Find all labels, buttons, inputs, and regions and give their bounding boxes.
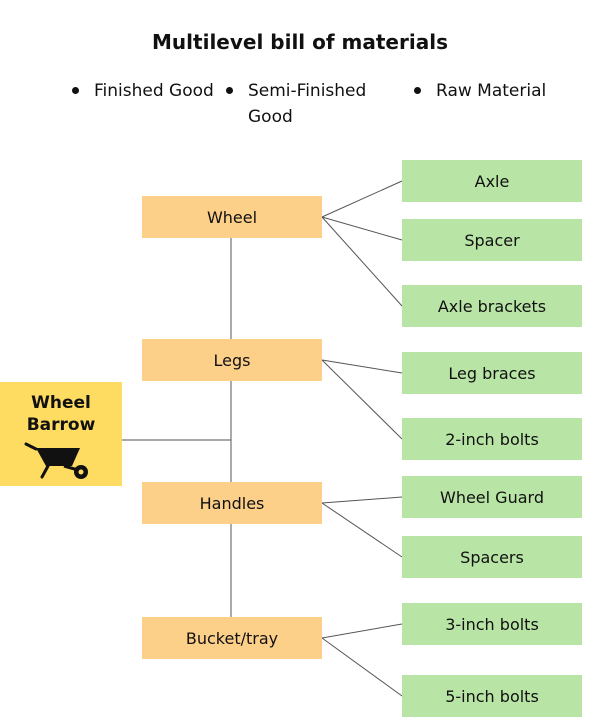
raw-spacers: Spacers: [402, 536, 582, 578]
connector-handles-spacers: [321, 502, 403, 558]
connector-bucket-5-inch-bolts: [321, 637, 403, 697]
finished-good-wheel-barrow: Wheel Barrow: [0, 382, 122, 486]
raw-5-inch-bolts: 5-inch bolts: [402, 675, 582, 717]
connector-wheel-axle: [321, 180, 403, 218]
semi-finished-wheel: Wheel: [142, 196, 322, 238]
wheelbarrow-icon: [24, 442, 88, 479]
raw-leg-braces: Leg braces: [402, 352, 582, 394]
legend-label: Raw Material: [436, 81, 547, 101]
connector-bucket-3-inch-bolts: [321, 623, 403, 639]
connector-legs-2-inch-bolts: [321, 359, 403, 440]
bullet-icon: [72, 87, 79, 94]
raw-spacer: Spacer: [402, 219, 582, 261]
bullet-icon: [226, 87, 233, 94]
raw-2-inch-bolts: 2-inch bolts: [402, 418, 582, 460]
connector-wheel-spacer: [321, 216, 403, 241]
diagram-title: Multilevel bill of materials: [152, 30, 448, 54]
connector-wheel-axle-brackets: [321, 216, 403, 307]
raw-3-inch-bolts: 3-inch bolts: [402, 603, 582, 645]
finished-good-label: Wheel Barrow: [26, 393, 96, 435]
raw-axle: Axle: [402, 160, 582, 202]
bullet-icon: [414, 87, 421, 94]
connector-handles-wheel-guard: [321, 496, 403, 504]
raw-wheel-guard: Wheel Guard: [402, 476, 582, 518]
connector-legs-leg-braces: [321, 359, 403, 374]
semi-finished-legs: Legs: [142, 339, 322, 381]
raw-axle-brackets: Axle brackets: [402, 285, 582, 327]
legend-label: Semi-Finished Good: [248, 81, 367, 127]
semi-finished-bucket-tray: Bucket/tray: [142, 617, 322, 659]
semi-finished-handles: Handles: [142, 482, 322, 524]
legend-label: Finished Good: [94, 81, 214, 101]
